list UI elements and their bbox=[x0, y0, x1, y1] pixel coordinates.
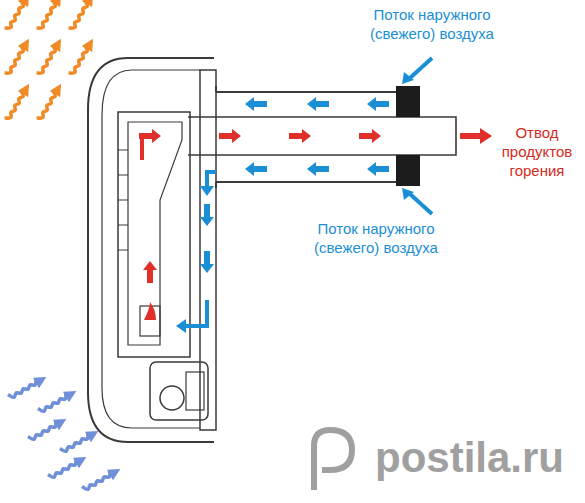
exhaust-arrow bbox=[460, 128, 492, 144]
heat-wave bbox=[35, 36, 66, 78]
wave-head bbox=[107, 464, 123, 480]
intake-arrow bbox=[410, 194, 432, 214]
outer-pipe bbox=[216, 92, 396, 182]
heat-wave bbox=[35, 0, 66, 33]
wave-line bbox=[8, 379, 38, 400]
wave-line bbox=[37, 0, 58, 30]
flow-arrow bbox=[289, 129, 311, 143]
wave-line bbox=[38, 393, 68, 414]
heat-wave bbox=[37, 386, 79, 417]
intake-arrow bbox=[402, 188, 414, 200]
intake-arrow bbox=[402, 72, 414, 84]
wave-line bbox=[82, 471, 112, 492]
intake-arrow bbox=[410, 58, 432, 78]
wave-head bbox=[50, 81, 66, 97]
valve-knob bbox=[160, 386, 184, 410]
air-intake-label: Поток наружного (свежего) воздуха bbox=[352, 6, 512, 44]
flow-arrow bbox=[219, 129, 241, 143]
coaxial-flue bbox=[188, 86, 456, 188]
heat-wave bbox=[47, 452, 89, 483]
wave-line bbox=[5, 0, 26, 30]
valve-body bbox=[186, 372, 204, 410]
heat-wave bbox=[59, 426, 101, 457]
heat-wave bbox=[7, 372, 49, 403]
flue-bend bbox=[142, 136, 158, 160]
air-head bbox=[200, 186, 214, 196]
air-bend bbox=[186, 300, 207, 326]
wave-head bbox=[50, 0, 66, 7]
flow-arrows bbox=[139, 58, 492, 333]
flow-arrow bbox=[143, 261, 157, 283]
wave-line bbox=[5, 45, 26, 75]
flow-arrow bbox=[200, 251, 214, 273]
wave-head bbox=[33, 372, 49, 388]
heat-wave bbox=[3, 0, 34, 33]
wave-line bbox=[37, 90, 58, 120]
flow-arrow bbox=[359, 129, 381, 143]
air-intake-label: Поток наружного (свежего) воздуха bbox=[296, 220, 456, 258]
gas-valve bbox=[150, 362, 208, 420]
heat-wave bbox=[27, 414, 69, 445]
heater-housing bbox=[88, 58, 216, 442]
heat-wave bbox=[67, 0, 98, 33]
wave-line bbox=[60, 433, 90, 454]
flow-arrow bbox=[367, 97, 389, 111]
air-head bbox=[176, 319, 186, 333]
wave-head bbox=[18, 0, 34, 7]
wave-line bbox=[28, 421, 58, 442]
wave-head bbox=[73, 452, 89, 468]
watermark-text: postila.ru bbox=[362, 432, 577, 485]
air-bend bbox=[207, 172, 216, 186]
sealing-ring bbox=[396, 155, 420, 186]
heat-exchanger bbox=[128, 122, 182, 345]
flow-arrow bbox=[200, 204, 214, 226]
flow-arrow bbox=[367, 162, 389, 176]
wave-line bbox=[48, 459, 78, 480]
front-panel bbox=[102, 70, 200, 428]
wave-head bbox=[82, 36, 98, 52]
wave-head bbox=[18, 36, 34, 52]
exchanger-fins bbox=[118, 150, 128, 250]
combustion-chamber bbox=[118, 112, 190, 357]
wave-line bbox=[69, 0, 90, 30]
flow-arrow bbox=[245, 162, 267, 176]
wave-line bbox=[37, 45, 58, 75]
heat-wave bbox=[3, 81, 34, 123]
flow-arrow bbox=[307, 162, 329, 176]
pin-icon bbox=[314, 430, 352, 490]
wave-head bbox=[63, 386, 79, 402]
heat-wave bbox=[81, 464, 123, 495]
wave-head bbox=[53, 414, 69, 430]
wave-line bbox=[69, 45, 90, 75]
heat-wave bbox=[67, 36, 98, 78]
flame-icon bbox=[144, 302, 156, 320]
flow-arrow bbox=[245, 97, 267, 111]
wave-head bbox=[50, 36, 66, 52]
wave-line bbox=[5, 90, 26, 120]
sealing-ring bbox=[396, 86, 420, 117]
housing-outline bbox=[88, 58, 214, 442]
wave-head bbox=[85, 426, 101, 442]
flow-arrow bbox=[307, 97, 329, 111]
heat-waves bbox=[3, 0, 124, 495]
wave-head bbox=[18, 81, 34, 97]
inner-pipe bbox=[188, 117, 456, 155]
heat-wave bbox=[35, 81, 66, 123]
exhaust-label: Отвод продуктов горения bbox=[494, 124, 580, 180]
watermark-icon bbox=[314, 430, 352, 490]
wave-head bbox=[82, 0, 98, 7]
heat-wave bbox=[3, 36, 34, 78]
